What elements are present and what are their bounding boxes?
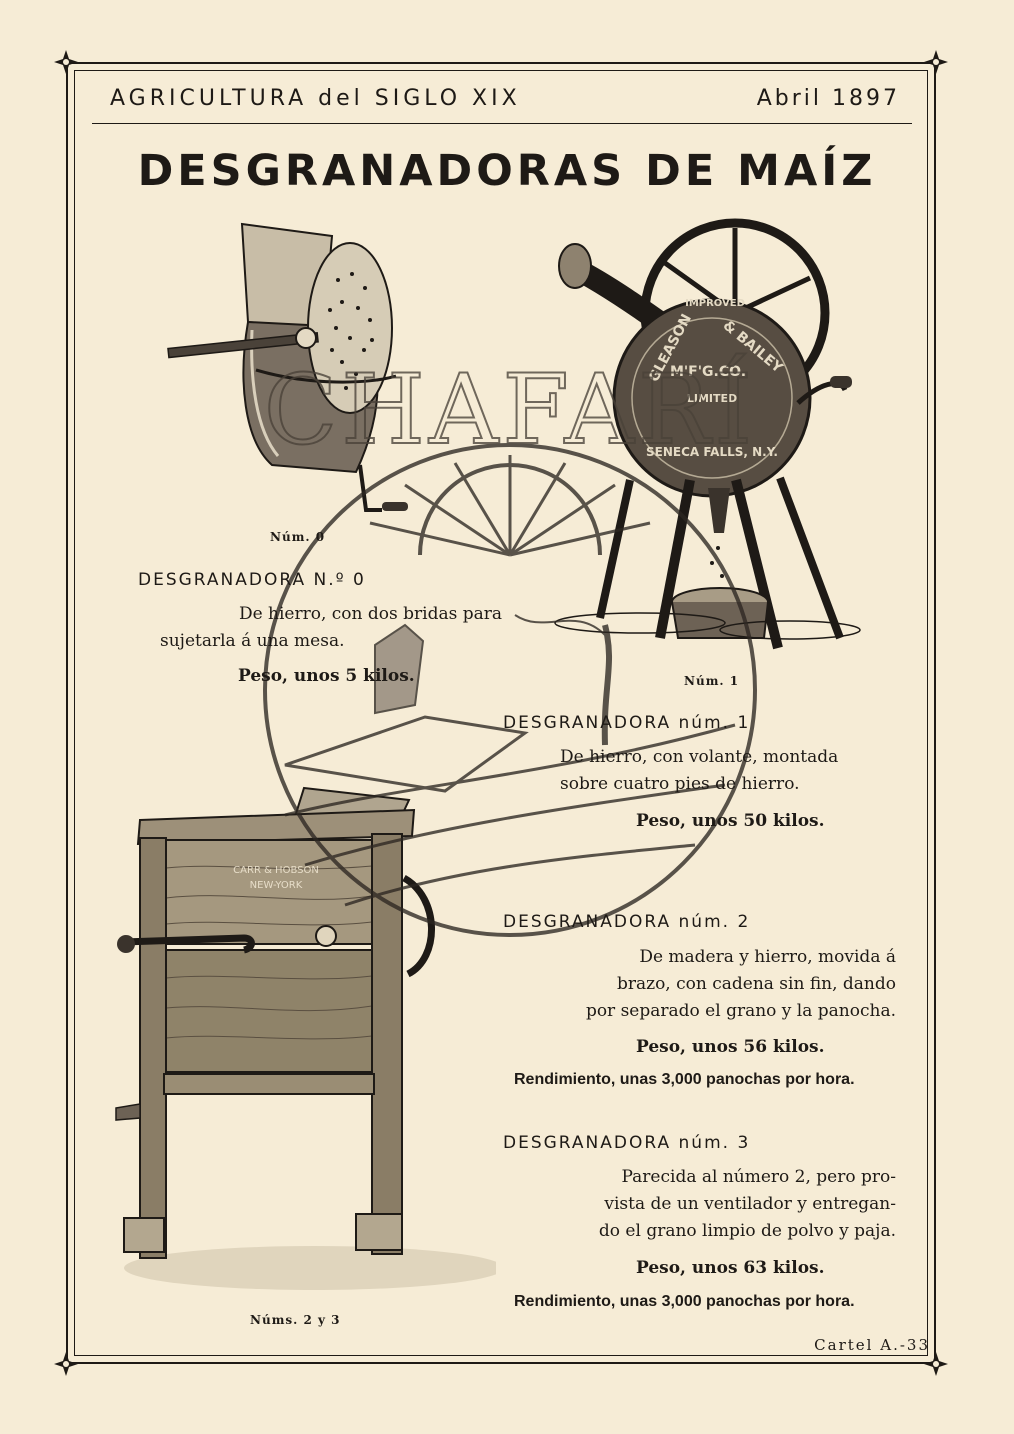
corner-ornament-icon: [924, 1352, 948, 1376]
inner-frame: [74, 70, 928, 1356]
item-heading: DESGRANADORA N.º 0: [138, 570, 366, 590]
watermark-seal: CHAFARÍ: [263, 353, 757, 937]
item-weight: Peso, unos 5 kilos.: [238, 666, 415, 686]
item-yield: Rendimiento, unas 3,000 panochas por hor…: [514, 1293, 855, 1310]
corner-ornament-icon: [54, 50, 78, 74]
description-line: Parecida al número 2, pero pro-: [621, 1167, 896, 1187]
item-weight: Peso, unos 56 kilos.: [636, 1037, 825, 1057]
plate-text: M'F'G.CO.: [670, 364, 746, 380]
description-line: por separado el grano y la panocha.: [585, 1001, 896, 1021]
description-line: vista de un ventilador y entregan-: [604, 1194, 896, 1214]
description-line: do el grano limpio de polvo y paja.: [598, 1221, 896, 1241]
corn-sheller-0-illustration: [167, 222, 408, 512]
description-line: De hierro, con dos bridas para: [238, 604, 502, 624]
item-description: De hierro, con dos bridas para sujetarla…: [160, 601, 502, 655]
item-yield: Rendimiento, unas 3,000 panochas por hor…: [514, 1071, 855, 1088]
item-weight: Peso, unos 63 kilos.: [636, 1258, 825, 1278]
item-description: De hierro, con volante, montada sobre cu…: [560, 744, 896, 798]
plate-text: IMPROVED: [685, 298, 745, 309]
publication-name: AGRICULTURA del SIGLO XIX: [110, 86, 521, 111]
caption-num-1: Núm. 1: [684, 674, 740, 688]
issue-date: Abril 1897: [756, 86, 900, 111]
watermark-brand: CHAFARÍ: [264, 354, 756, 466]
header-rule: [92, 123, 912, 124]
item-heading: DESGRANADORA núm. 2: [503, 912, 751, 932]
outer-frame: [66, 62, 936, 1364]
description-line: sobre cuatro pies de hierro.: [560, 774, 800, 794]
item-description: De madera y hierro, movida á brazo, con …: [560, 944, 896, 1025]
caption-num-0: Núm. 0: [270, 530, 326, 544]
maker-city: NEW-YORK: [250, 880, 303, 891]
description-line: brazo, con cadena sin fin, dando: [616, 974, 896, 994]
plate-text: LIMITED: [687, 392, 737, 405]
page-title: DESGRANADORAS DE MAÍZ: [137, 146, 877, 196]
poster-code: Cartel A.-33: [814, 1336, 930, 1354]
plate-text: SENECA FALLS, N.Y.: [646, 445, 778, 459]
corn-sheller-2-3-illustration: CARR & HOBSON NEW-YORK: [115, 786, 496, 1290]
maker-name: CARR & HOBSON: [233, 865, 319, 876]
running-header: AGRICULTURA del SIGLO XIX Abril 1897: [110, 84, 900, 114]
item-description: Parecida al número 2, pero pro- vista de…: [560, 1164, 896, 1245]
item-heading: DESGRANADORA núm. 3: [503, 1133, 751, 1153]
description-line: De madera y hierro, movida á: [639, 947, 896, 967]
description-line: De hierro, con volante, montada: [560, 747, 839, 767]
corner-ornament-icon: [54, 1352, 78, 1376]
item-heading: DESGRANADORA núm. 1: [503, 713, 751, 733]
corner-ornament-icon: [924, 50, 948, 74]
item-weight: Peso, unos 50 kilos.: [636, 811, 825, 831]
description-line: sujetarla á una mesa.: [160, 631, 345, 651]
caption-num-2-3: Núms. 2 y 3: [250, 1313, 341, 1327]
